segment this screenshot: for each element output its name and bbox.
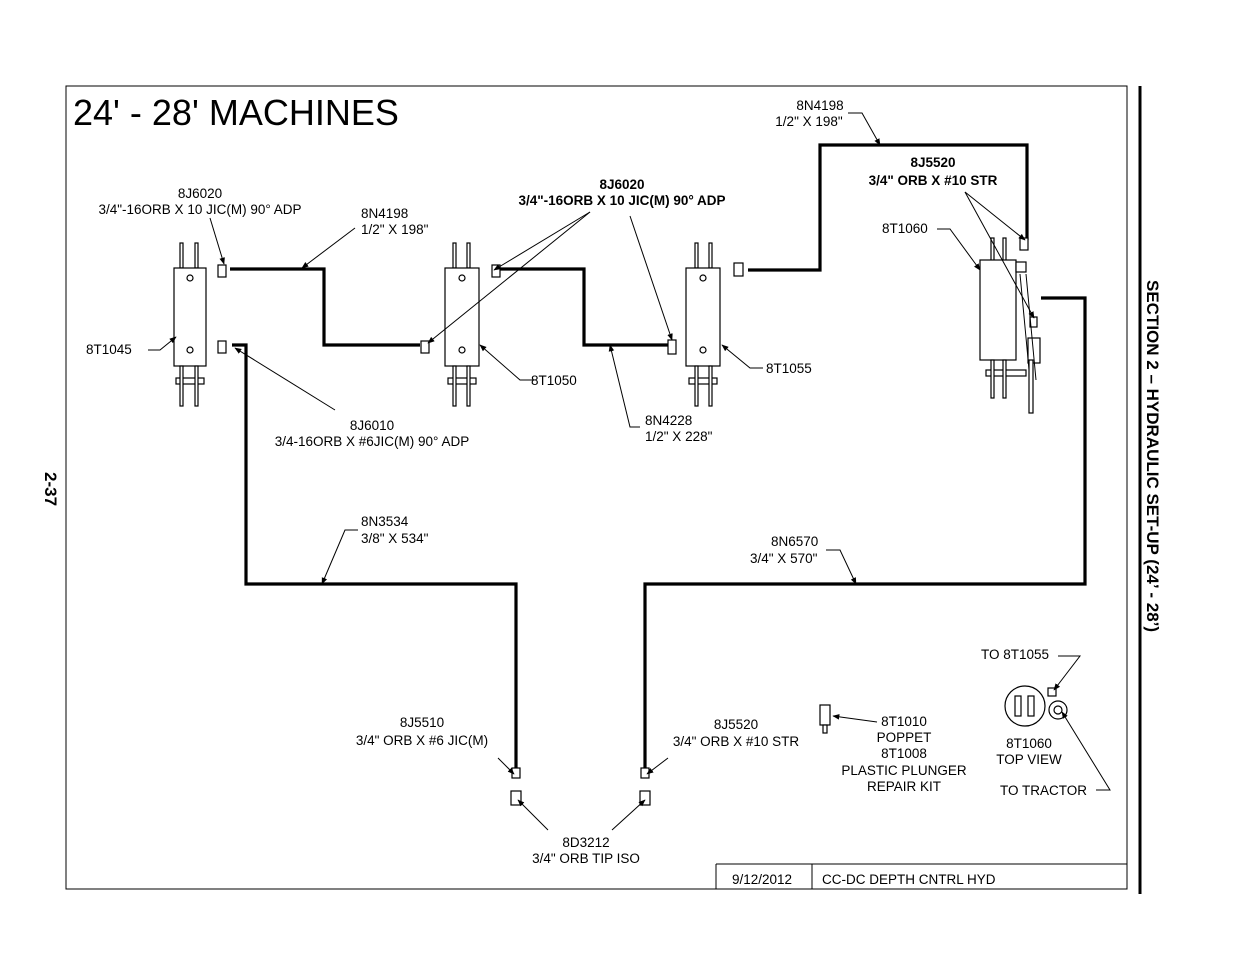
callout-tip-part: 8D3212 <box>562 835 609 850</box>
callout-h5-desc: 3/4" X 570" <box>750 551 818 566</box>
callout-h1-desc: 1/2" X 198" <box>361 222 429 237</box>
callout-s2-part: 8J5510 <box>400 715 444 730</box>
callout-cyl4-part: 8T1060 <box>882 221 928 236</box>
callout-s1-part: 8J5520 <box>910 155 955 170</box>
cylinder-8t1045 <box>173 242 227 407</box>
callout-plunger-part: 8T1008 <box>881 746 927 761</box>
diagram-title: 24' - 28' MACHINES <box>73 92 399 133</box>
cylinder-8t1055 <box>667 242 744 407</box>
hose-8n3534 <box>232 343 518 768</box>
callout-h5-part: 8N6570 <box>771 534 818 549</box>
callout-c3-desc: 3/4-16ORB X #6JIC(M) 90° ADP <box>275 434 469 449</box>
callout-s1-desc: 3/4" ORB X #10 STR <box>869 173 998 188</box>
callout-c3-part: 8J6010 <box>350 418 394 433</box>
coupler-right <box>639 767 651 806</box>
title-block-date: 9/12/2012 <box>732 872 792 887</box>
title-block-drawing: CC-DC DEPTH CNTRL HYD <box>822 872 996 887</box>
coupler-left <box>510 767 522 806</box>
poppet-part <box>819 704 831 734</box>
cylinder-8t1050 <box>420 242 501 407</box>
callout-h4-desc: 3/8" X 534" <box>361 531 429 546</box>
callout-c2-desc: 3/4"-16ORB X 10 JIC(M) 90° ADP <box>518 193 725 208</box>
callout-h2-part: 8N4198 <box>796 98 843 113</box>
title-block: 9/12/2012 CC-DC DEPTH CNTRL HYD <box>715 863 1127 889</box>
callout-c1-desc: 3/4"-16ORB X 10 JIC(M) 90° ADP <box>98 202 301 217</box>
hose-8n4198-a <box>230 267 420 347</box>
callout-h3-part: 8N4228 <box>645 413 692 428</box>
callout-cyl1-part: 8T1045 <box>86 342 132 357</box>
callout-c2-part: 8J6020 <box>599 177 644 192</box>
callout-s3-part: 8J5520 <box>714 717 758 732</box>
callout-c1-part: 8J6020 <box>178 186 222 201</box>
callout-tip-desc: 3/4" ORB TIP ISO <box>532 851 640 866</box>
callout-h4-part: 8N3534 <box>361 514 409 529</box>
callout-plunger-desc: PLASTIC PLUNGER <box>841 763 967 778</box>
cylinder-8t1060 <box>979 237 1041 414</box>
callout-poppet-desc: POPPET <box>877 730 932 745</box>
callout-h3-desc: 1/2" X 228" <box>645 429 713 444</box>
hose-8n6570 <box>643 296 1087 768</box>
callout-s3-desc: 3/4" ORB X #10 STR <box>673 734 800 749</box>
section-title: SECTION 2 – HYDRAULIC SET-UP (24’ - 28’) <box>1143 280 1162 632</box>
page-number: 2-37 <box>41 472 60 506</box>
leader-lines <box>148 112 1111 831</box>
callout-plunger-desc2: REPAIR KIT <box>867 779 941 794</box>
callout-to-valve: TO 8T1055 <box>981 647 1049 662</box>
callout-poppet-part: 8T1010 <box>881 714 927 729</box>
drawing-frame <box>65 85 1128 890</box>
hose-8n4198-c <box>748 143 1029 272</box>
callout-h1-part: 8N4198 <box>361 206 408 221</box>
callout-top-view-part: 8T1060 <box>1006 736 1052 751</box>
callout-h2-desc: 1/2" X 198" <box>775 114 843 129</box>
callouts: 8J6020 3/4"-16ORB X 10 JIC(M) 90° ADP 8N… <box>86 98 1087 866</box>
hose-8n4198-b <box>500 267 668 347</box>
callout-cyl3-part: 8T1055 <box>766 361 812 376</box>
callout-cyl2-part: 8T1050 <box>531 373 577 388</box>
hose-lines <box>230 143 1087 768</box>
valve-top-view <box>1004 685 1068 727</box>
callout-to-tractor: TO TRACTOR <box>1000 783 1087 798</box>
callout-s2-desc: 3/4" ORB X #6 JIC(M) <box>356 733 488 748</box>
callout-top-view-desc: TOP VIEW <box>996 752 1062 767</box>
